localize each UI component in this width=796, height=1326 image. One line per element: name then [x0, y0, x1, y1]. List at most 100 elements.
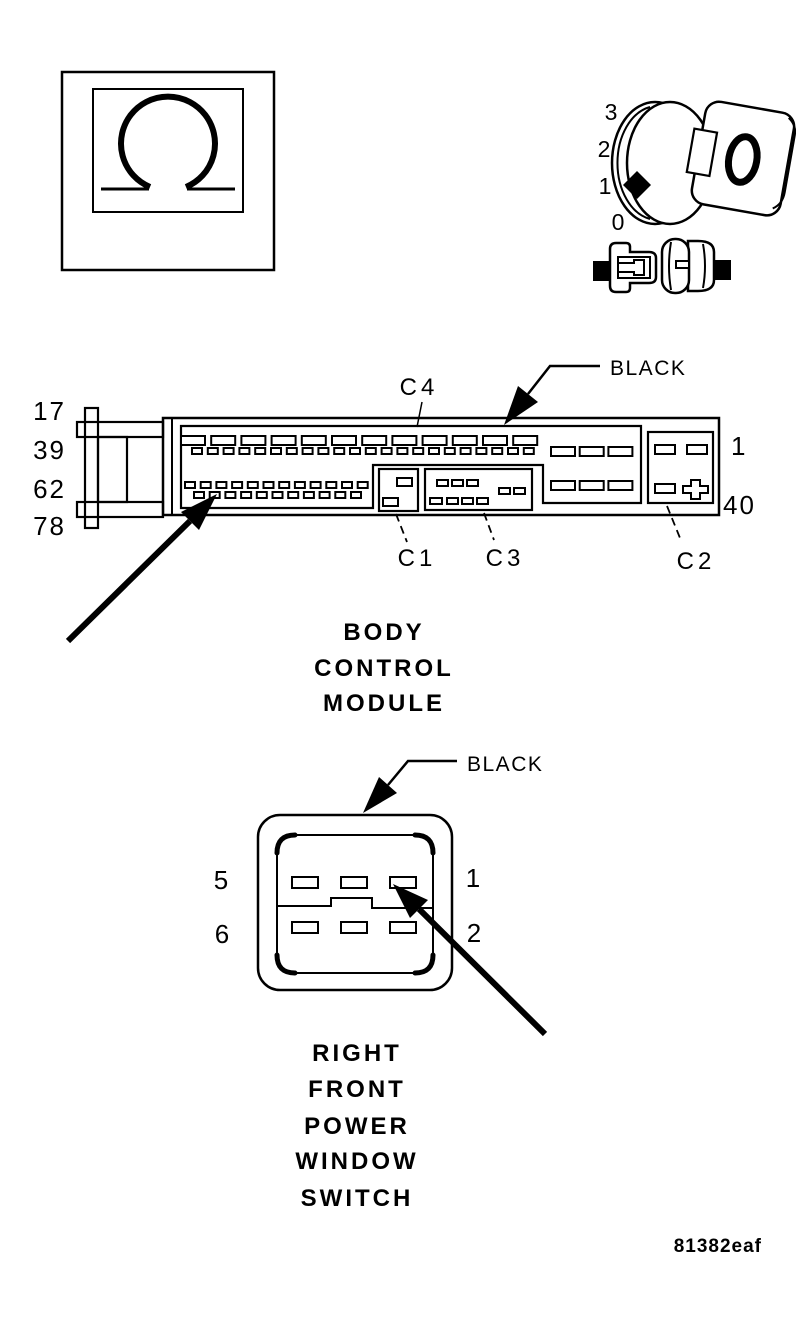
connector-pin [361, 435, 388, 446]
c1-leader-line [395, 513, 408, 543]
switch-title-line-2: FRONT [308, 1076, 406, 1103]
ignition-switch-position-icon: 3 2 1 0 [598, 99, 796, 235]
connector-pin [240, 491, 253, 499]
dial-rim-line [616, 106, 651, 220]
connector-pin [396, 447, 409, 455]
key-tab-edge [772, 117, 796, 210]
switch-connector-inner [276, 834, 434, 974]
switch-black-leader [387, 759, 457, 786]
arrow-shaft [416, 906, 548, 1037]
connector-pin [428, 447, 440, 455]
connector-pin [475, 447, 488, 455]
connector-pin [522, 447, 535, 455]
bcm-c1-label: C1 [398, 545, 437, 572]
window-switch-connector-figure: BLACK 5 6 1 2 RIGHT FRONT POWER WINDOW S… [214, 753, 548, 1212]
socket-collar-line [668, 241, 672, 291]
connector-pin [293, 481, 306, 489]
connector-pin [459, 447, 472, 455]
connector-pin [461, 497, 474, 505]
c2-outline [646, 430, 715, 505]
bracket-notch [96, 435, 129, 504]
connector-pin [270, 447, 282, 455]
ignition-position-1: 1 [599, 173, 612, 199]
switch-pointer-arrow [393, 884, 548, 1037]
bcm-black-arrowhead [504, 386, 538, 425]
c1-outline [377, 467, 420, 513]
connector-pin [364, 447, 377, 455]
connector-pin [389, 921, 417, 934]
bcm-title-line-2: CONTROL [314, 655, 454, 682]
switch-pin-5: 5 [214, 865, 230, 895]
connector-pin [550, 446, 576, 457]
connector-pin [287, 491, 300, 499]
connector-pin [206, 447, 219, 455]
inner-corner-tl [274, 832, 298, 856]
connector-pin [191, 447, 203, 455]
connector-pin [215, 481, 228, 489]
bracket-bar [83, 406, 100, 530]
switch-pin-row-bottom [291, 921, 417, 934]
connector-pin [451, 479, 464, 487]
bcm-color-label: BLACK [610, 357, 686, 380]
bracket-arm-bottom [75, 500, 165, 519]
arrow-shaft [65, 518, 193, 644]
connector-pin [396, 477, 413, 487]
connector-pin [180, 435, 206, 446]
connector-pin [331, 435, 357, 446]
connector-pin [607, 446, 634, 457]
connector-pin [446, 497, 459, 505]
switch-pin-2: 2 [467, 918, 483, 948]
bcm-pin-row-4 [193, 491, 362, 499]
connector-pin [391, 435, 418, 446]
plug-half-body [608, 241, 658, 294]
right-wire [712, 260, 731, 280]
connector-pin [271, 491, 284, 499]
connector-pin [654, 444, 676, 455]
plug-terminal-outline [617, 256, 651, 279]
connector-pin [350, 491, 362, 499]
connector-pin [476, 497, 489, 505]
ignition-position-0: 0 [612, 209, 625, 235]
connector-pin [199, 481, 212, 489]
connector-pin [302, 491, 315, 499]
switch-pin-row-top [291, 876, 417, 889]
disconnect-connector-icon [593, 237, 731, 295]
connector-pin [507, 447, 519, 455]
connector-pin [193, 491, 205, 499]
connector-pin [270, 435, 297, 446]
connector-pin [300, 435, 327, 446]
connector-pin [222, 447, 235, 455]
switch-title-line-5: SWITCH [301, 1185, 414, 1212]
connector-pin [491, 447, 504, 455]
connector-pin [325, 481, 338, 489]
switch-pin-1: 1 [466, 863, 482, 893]
connector-pin [210, 435, 237, 446]
connector-pin [291, 876, 319, 889]
switch-pin-6: 6 [215, 919, 231, 949]
connector-pin [429, 497, 443, 505]
connector-pin [231, 481, 244, 489]
connector-pin [482, 435, 508, 446]
connector-pin [380, 447, 393, 455]
bcm-pin-row-right-top [550, 446, 634, 457]
ignition-position-3: 3 [605, 99, 618, 125]
bcm-pin-row-3 [184, 481, 369, 489]
connector-pin [262, 481, 275, 489]
connector-pin [255, 491, 268, 499]
connector-pin [654, 483, 676, 494]
bcm-connector-figure: 17 39 62 78 1 40 C4 C1 C3 C2 BLACK BODY … [33, 357, 754, 717]
left-wire [593, 261, 611, 281]
bcm-c1-connector [377, 467, 420, 513]
ohmmeter-outer-box [60, 70, 276, 272]
connector-pin [466, 479, 479, 487]
switch-title-line-3: POWER [304, 1113, 410, 1140]
switch-title-line-1: RIGHT [312, 1040, 402, 1067]
arrow-head [393, 884, 428, 918]
key-zero-window [724, 133, 761, 186]
bcm-c2-connector [646, 430, 715, 505]
connector-pin [254, 447, 267, 455]
ohmmeter-inner-box [92, 88, 244, 213]
connector-pin [309, 481, 322, 489]
